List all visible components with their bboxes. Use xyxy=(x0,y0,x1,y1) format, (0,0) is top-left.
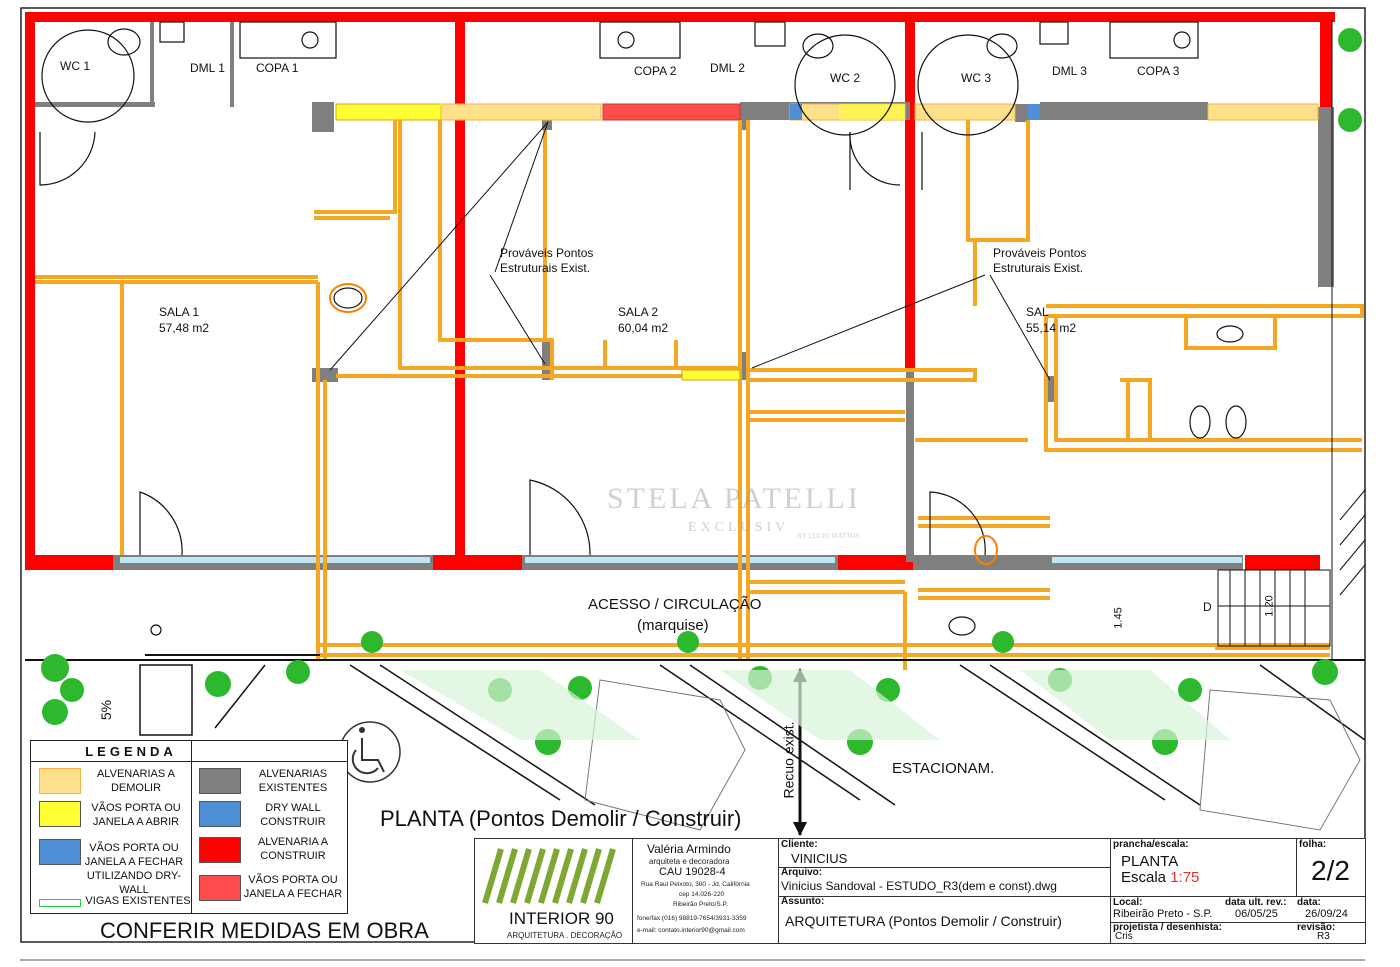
data-value: 26/09/24 xyxy=(1305,908,1348,920)
room-area-sala2: 60,04 m2 xyxy=(618,321,669,335)
legend-label-drywall: DRY WALL CONSTRUIR xyxy=(260,802,326,828)
firm-address1: Rua Raul Peixoto, 300 - Jd. Califórnia xyxy=(641,881,750,888)
folha-value: 2/2 xyxy=(1311,855,1350,886)
label-marquise: (marquise) xyxy=(637,617,709,634)
room-area-sala1: 57,48 m2 xyxy=(159,321,210,335)
legend-label-vigas: VIGAS EXISTENTES xyxy=(85,895,191,907)
dimension-1-45: 1.45 xyxy=(1112,607,1125,629)
titleblock-main: Cliente: VINICIUS Arquivo: Vinicius Sand… xyxy=(778,838,1112,944)
interior90-logo-icon xyxy=(482,848,616,904)
note-pontos-2b: Estruturais Exist. xyxy=(993,261,1084,275)
note-pontos-2a: Prováveis Pontos xyxy=(993,246,1087,260)
watermark-brand: STELA PATELLI xyxy=(607,482,861,515)
dimension-1-20: 1.20 xyxy=(1263,595,1276,617)
legend-swatch-fechar xyxy=(199,875,241,901)
firm-address3: Ribeirão Preto/S.P. xyxy=(673,901,728,908)
cliente-label: Cliente: xyxy=(781,839,818,850)
label-slope: 5% xyxy=(98,699,115,721)
firm-cau: CAU 19028-4 xyxy=(659,866,726,878)
legend-swatch-demolir xyxy=(39,768,81,794)
legend-swatch-abrir xyxy=(39,801,81,827)
titleblock-prancha: prancha/escala: PLANTA Escala 1:75 xyxy=(1110,838,1298,898)
note-pontos-1b: Estruturais Exist. xyxy=(500,261,591,275)
projetista-label: projetista / desenhista: xyxy=(1113,922,1222,933)
data-ult-value: 06/05/25 xyxy=(1235,908,1278,920)
label-estacionamento: ESTACIONAM. xyxy=(892,760,995,777)
note-pontos-1a: Prováveis Pontos xyxy=(500,246,594,260)
wall-construir xyxy=(25,12,1335,570)
titleblock-local: Local: Ribeirão Preto - S.P. data ult. r… xyxy=(1110,896,1366,944)
legend-label-construir: ALVENARIA A CONSTRUIR xyxy=(257,836,329,862)
room-label-dml3: DML 3 xyxy=(1052,64,1087,78)
revisao-value: R3 xyxy=(1317,931,1330,942)
room-label-wc3: WC 3 xyxy=(961,71,991,85)
room-label-copa2: COPA 2 xyxy=(634,64,677,78)
room-area-sala3: 55,14 m2 xyxy=(1026,321,1077,335)
firm-logo-sub: ARQUITETURA . DECORAÇÃO xyxy=(507,931,623,940)
assunto-label: Assunto: xyxy=(781,896,825,907)
room-label-dml2: DML 2 xyxy=(710,61,745,75)
firm-role: arquiteta e decoradora xyxy=(649,857,730,866)
legend-swatch-construir xyxy=(199,837,241,863)
wall-existente xyxy=(35,22,1334,562)
escala-line: Escala 1:75 xyxy=(1121,869,1199,886)
data-ult-label: data ult. rev.: xyxy=(1225,897,1287,908)
revisao-label: revisão: xyxy=(1297,922,1336,933)
local-value: Ribeirão Preto - S.P. xyxy=(1113,908,1213,920)
arquivo-value: Vinicius Sandoval - ESTUDO_R3(dem e cons… xyxy=(781,879,1057,893)
watermark-sub: EXCLUSIV xyxy=(688,520,790,535)
local-label: Local: xyxy=(1113,897,1143,908)
room-label-wc1: WC 1 xyxy=(60,59,90,73)
legend-title: LEGENDA xyxy=(85,744,177,759)
room-label-wc2: WC 2 xyxy=(830,71,860,85)
room-label-dml1: DML 1 xyxy=(190,61,225,75)
cliente-value: VINICIUS xyxy=(791,851,848,866)
legend-label-existentes: ALVENARIAS EXISTENTES xyxy=(258,768,328,794)
firm-logo-name: INTERIOR 90 xyxy=(509,909,614,928)
room-label-sala2: SALA 2 xyxy=(618,305,659,319)
firm-phone: fone/fax:(016) 98819-7654/3931-3359 xyxy=(637,915,747,922)
firm-info-block: Valéria Armindo arquiteta e decoradora C… xyxy=(632,838,780,944)
legend-swatch-vigas xyxy=(39,899,81,907)
watermark-tiny: BY LUCIO MATTOS xyxy=(797,532,860,540)
room-label-copa1: COPA 1 xyxy=(256,61,299,75)
titleblock-folha: folha: 2/2 xyxy=(1296,838,1366,898)
label-recuo: Recuo exist. xyxy=(780,721,797,799)
firm-email: e-mail: contato.interior90@gmail.com xyxy=(637,927,745,934)
firm-address2: cep 14.026-220 xyxy=(679,891,725,898)
escala-value: 1:75 xyxy=(1170,869,1200,886)
conferir-medidas: CONFERIR MEDIDAS EM OBRA xyxy=(100,918,429,943)
escala-text: Escala xyxy=(1121,869,1167,886)
firm-name: Valéria Armindo xyxy=(647,842,731,856)
room-label-sala3: SAL xyxy=(1026,305,1049,319)
projetista-value: Cris xyxy=(1115,931,1133,942)
legend-label-fechar-drywall: VÃOS PORTA OU JANELA A FECHAR UTILIZANDO… xyxy=(84,842,184,896)
data-label: data: xyxy=(1297,897,1321,908)
arquivo-label: Arquivo: xyxy=(781,867,823,878)
legend-label-fechar: VÃOS PORTA OU JANELA A FECHAR xyxy=(243,874,343,900)
legend-label-abrir: VÃOS PORTA OU JANELA A ABRIR xyxy=(91,802,181,828)
legend-swatch-existentes xyxy=(199,768,241,794)
legend-label-demolir: ALVENARIAS A DEMOLIR xyxy=(96,768,176,794)
assunto-value: ARQUITETURA (Pontos Demolir / Construir) xyxy=(785,913,1062,929)
legend-swatch-drywall xyxy=(199,801,241,827)
legend-swatch-fechar-drywall xyxy=(39,839,81,865)
room-label-sala1: SALA 1 xyxy=(159,305,200,319)
legend: LEGENDA ALVENARIAS A DEMOLIR ALVENARIAS … xyxy=(30,740,348,914)
prancha-value: PLANTA xyxy=(1121,853,1179,870)
label-acesso: ACESSO / CIRCULAÇÃO xyxy=(588,596,762,613)
room-label-copa3: COPA 3 xyxy=(1137,64,1180,78)
folha-label: folha: xyxy=(1299,839,1327,850)
label-d-mark: D xyxy=(1203,600,1212,614)
prancha-label: prancha/escala: xyxy=(1113,839,1189,850)
firm-logo-block: INTERIOR 90 ARQUITETURA . DECORAÇÃO xyxy=(474,838,634,944)
plan-title: PLANTA (Pontos Demolir / Construir) xyxy=(380,806,742,831)
